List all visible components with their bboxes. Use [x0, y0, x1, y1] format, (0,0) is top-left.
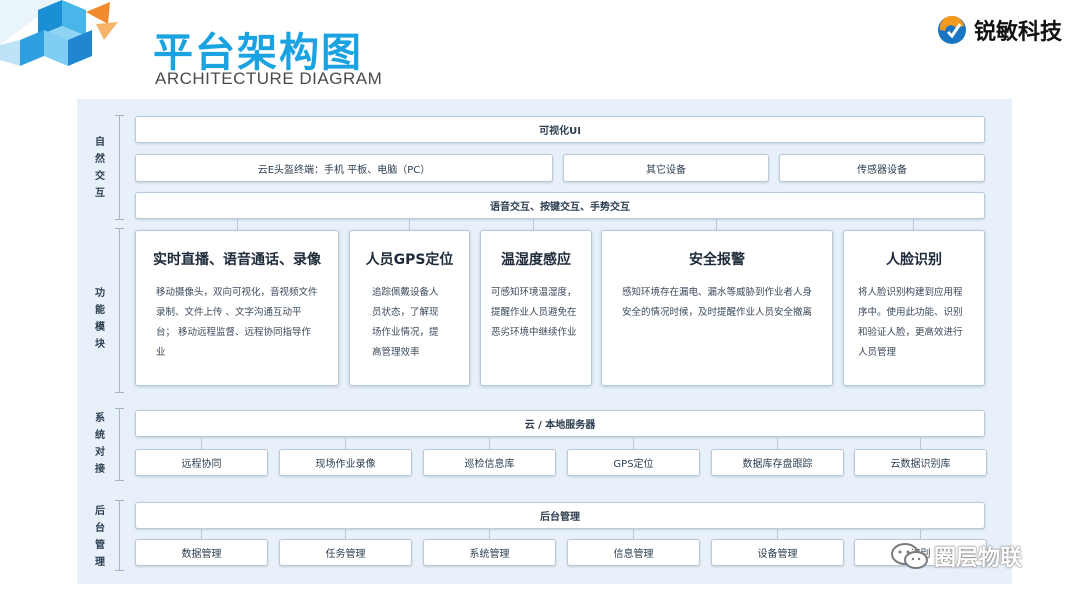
module-title: 安全报警 [689, 252, 745, 268]
docking-item: 云数据识别库 [854, 449, 987, 476]
page-subtitle: ARCHITECTURE DIAGRAM [155, 69, 383, 88]
wechat-icon [891, 543, 928, 569]
docking-item: GPS定位 [567, 449, 700, 476]
module-title: 人脸识别 [886, 252, 942, 268]
layer-axis-backend [119, 500, 120, 570]
brand-logo-icon [937, 15, 966, 44]
module-card-alarm: 安全报警 感知环境存在漏电、漏水等威胁到作业者人身安全的情况时候，及时提醒作业人… [601, 230, 833, 386]
visual-ui-bar: 可视化UI [135, 116, 985, 143]
module-card-humidity: 温湿度感应 可感知环境温湿度，提醒作业人员避免在恶劣环境中继续作业 [480, 230, 592, 386]
docking-item: 数据库存盘跟踪 [711, 449, 844, 476]
backend-item: 数据管理 [135, 539, 268, 566]
layer-label-docking: 系统对接 [95, 413, 105, 475]
module-card-live: 实时直播、语音通话、录像 移动摄像头，双向可视化，音视频文件录制、文件上传 、文… [135, 230, 339, 386]
layer-label-interaction: 自然交互 [95, 137, 105, 199]
device-box-terminal: 云E头盔终端：手机 平板、电脑（PC） [135, 154, 553, 182]
brand: 锐敏科技 [936, 14, 1062, 46]
module-desc: 感知环境存在漏电、漏水等威胁到作业者人身安全的情况时候，及时提醒作业人员安全撤离 [622, 287, 813, 318]
module-card-gps: 人员GPS定位 追踪佩戴设备人员状态，了解现场作业情况，提高管理效率 [349, 230, 470, 386]
backend-item: 信息管理 [567, 539, 700, 566]
module-desc: 移动摄像头，双向可视化，音视频文件录制、文件上传 、文字沟通互动平台； 移动远程… [156, 287, 318, 358]
device-box-other: 其它设备 [563, 154, 769, 182]
decorative-cube-logo [0, 0, 118, 66]
page-title: 平台架构图 [153, 30, 363, 76]
docking-item: 巡检信息库 [423, 449, 556, 476]
layer-label-function: 功能模块 [95, 288, 105, 350]
layer-axis-interaction [119, 115, 120, 219]
server-bar: 云 / 本地服务器 [135, 410, 985, 437]
backend-item: 系统管理 [423, 539, 556, 566]
module-desc: 追踪佩戴设备人员状态，了解现场作业情况，提高管理效率 [372, 287, 439, 358]
module-title: 实时直播、语音通话、录像 [153, 252, 321, 268]
layer-label-backend: 后台管理 [95, 506, 105, 568]
backend-bar: 后台管理 [135, 502, 985, 529]
interaction-modes-bar: 语音交互、按键交互、手势交互 [135, 192, 985, 219]
watermark-text: 圈层物联 [934, 546, 1023, 571]
layer-axis-docking [119, 408, 120, 480]
module-desc: 可感知环境温湿度，提醒作业人员避免在恶劣环境中继续作业 [491, 287, 577, 338]
docking-item: 现场作业录像 [279, 449, 412, 476]
watermark: 圈层物联 [890, 540, 1022, 572]
backend-item: 设备管理 [711, 539, 844, 566]
brand-name: 锐敏科技 [973, 20, 1062, 45]
backend-item: 任务管理 [279, 539, 412, 566]
layer-axis-function [119, 228, 120, 392]
docking-item: 远程协同 [135, 449, 268, 476]
module-title: 人员GPS定位 [365, 252, 454, 268]
module-title: 温湿度感应 [501, 252, 571, 268]
device-box-sensor: 传感器设备 [779, 154, 985, 182]
module-desc: 将人脸识别构建到应用程序中。使用此功能、识别和验证人脸，更高效进行人员管理 [858, 287, 963, 358]
module-card-face: 人脸识别 将人脸识别构建到应用程序中。使用此功能、识别和验证人脸，更高效进行人员… [843, 230, 985, 386]
